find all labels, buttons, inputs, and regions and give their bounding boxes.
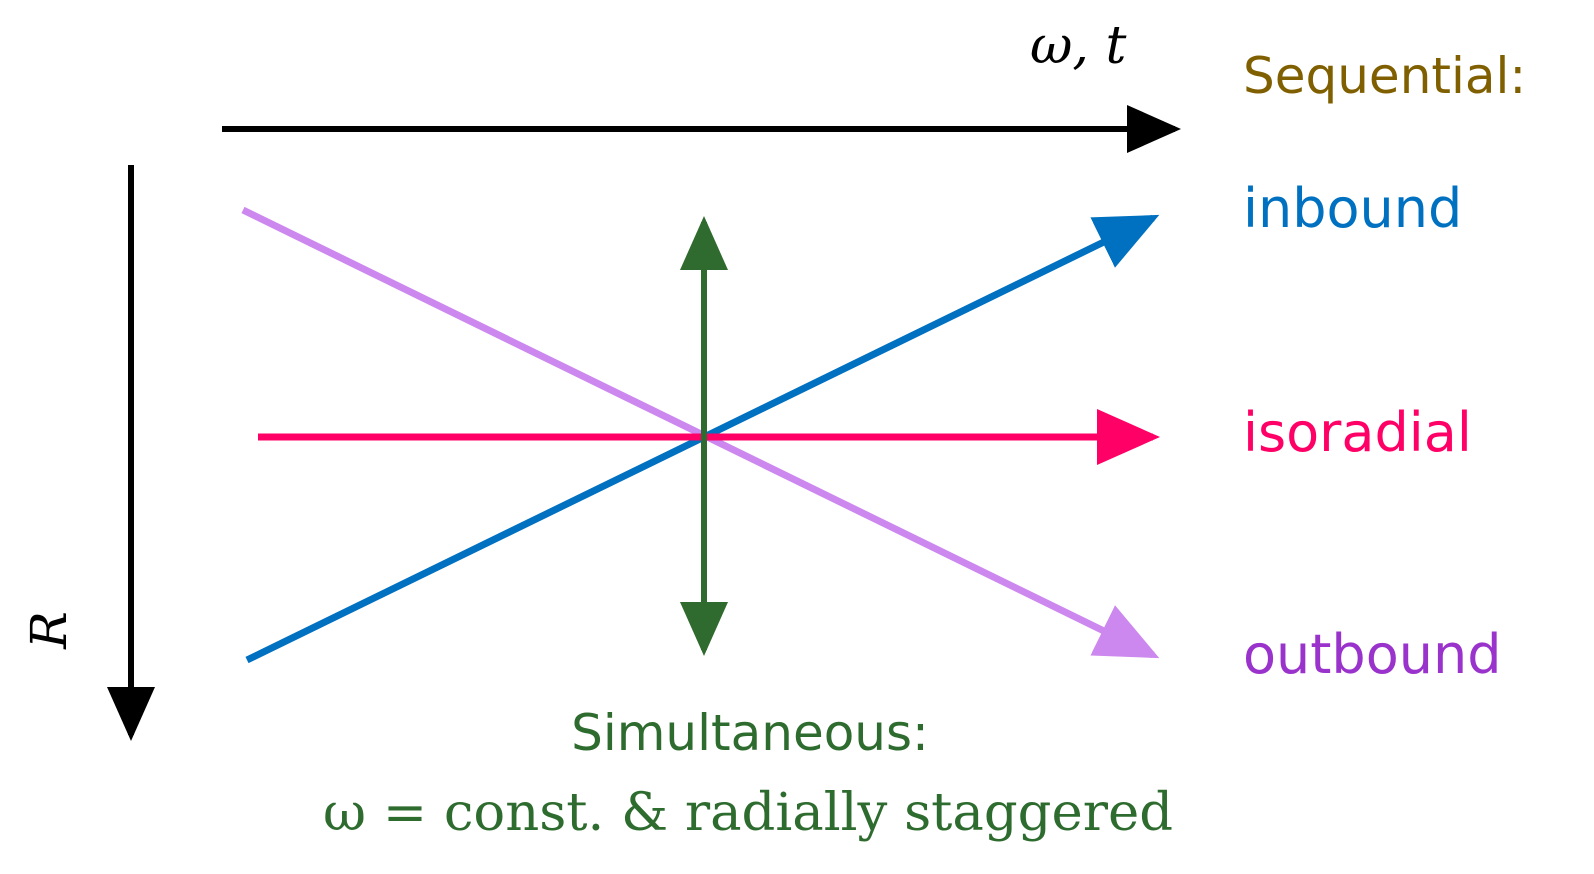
simultaneous-title: Simultaneous:: [571, 704, 929, 762]
inbound-label: inbound: [1243, 177, 1462, 240]
sequential-heading: Sequential:: [1243, 47, 1526, 105]
outbound-line: [241, 206, 1160, 659]
isoradial-label: isoradial: [1243, 401, 1472, 464]
outbound-label: outbound: [1243, 623, 1501, 686]
simultaneous-condition: ω = const. & radially staggered: [323, 783, 1173, 843]
y-axis-label: R: [20, 611, 78, 650]
x-axis-label: ω, t: [1030, 16, 1126, 76]
